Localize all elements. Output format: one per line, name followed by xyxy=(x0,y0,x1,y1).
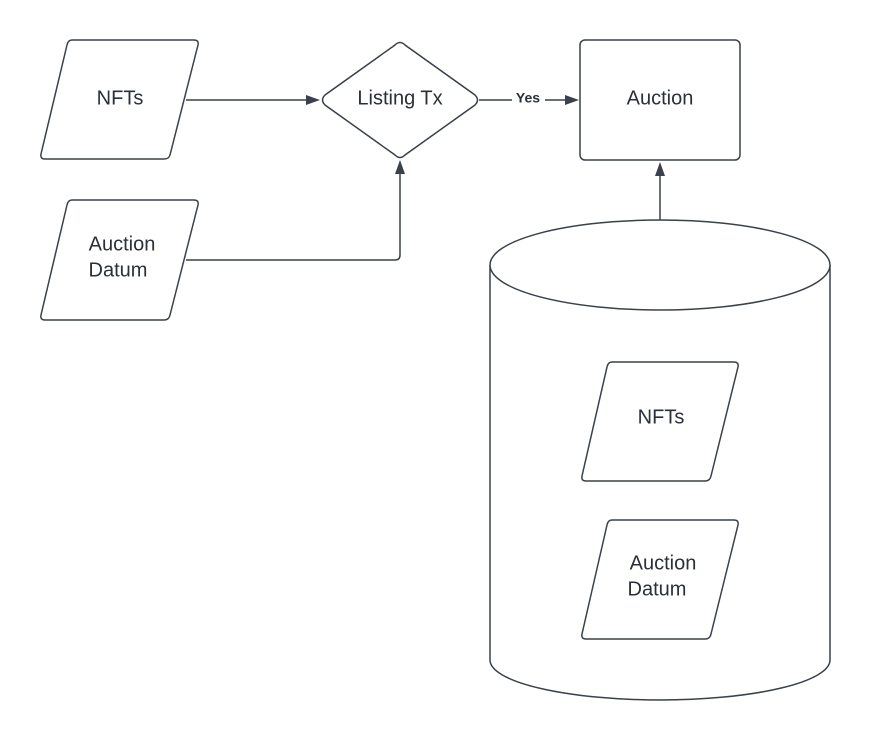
arrowhead-icon xyxy=(306,95,320,105)
edge-nfts-to-listing xyxy=(186,95,320,105)
edge-listing-to-auction: Yes xyxy=(479,90,579,106)
storage-nfts-node: NFTs xyxy=(581,361,739,482)
auction-label: Auction xyxy=(627,87,694,109)
storage-cylinder-node xyxy=(489,219,831,701)
arrowhead-icon xyxy=(395,160,405,174)
auction-node: Auction xyxy=(579,39,741,161)
arrowhead-icon xyxy=(565,95,579,105)
nfts-input-node: NFTs xyxy=(40,39,199,160)
nfts-input-label: NFTs xyxy=(97,87,144,109)
edge-label-yes: Yes xyxy=(516,90,540,106)
storage-auction-datum-label-line1: Auction xyxy=(630,552,697,574)
storage-nfts-label: NFTs xyxy=(638,406,685,428)
arrowhead-icon xyxy=(655,162,665,176)
auction-datum-input-label-line1: Auction xyxy=(89,233,156,255)
storage-auction-datum-node: Auction Datum xyxy=(581,519,739,640)
edge-storage-to-auction xyxy=(655,162,665,220)
auction-datum-input-label-line2: Datum xyxy=(89,259,148,281)
auction-datum-input-node: Auction Datum xyxy=(40,199,199,321)
storage-auction-datum-label-line2: Datum xyxy=(628,578,687,600)
listing-tx-decision-node: Listing Tx xyxy=(321,41,479,159)
listing-tx-label: Listing Tx xyxy=(357,87,442,109)
edge-datum-to-listing xyxy=(186,160,405,261)
